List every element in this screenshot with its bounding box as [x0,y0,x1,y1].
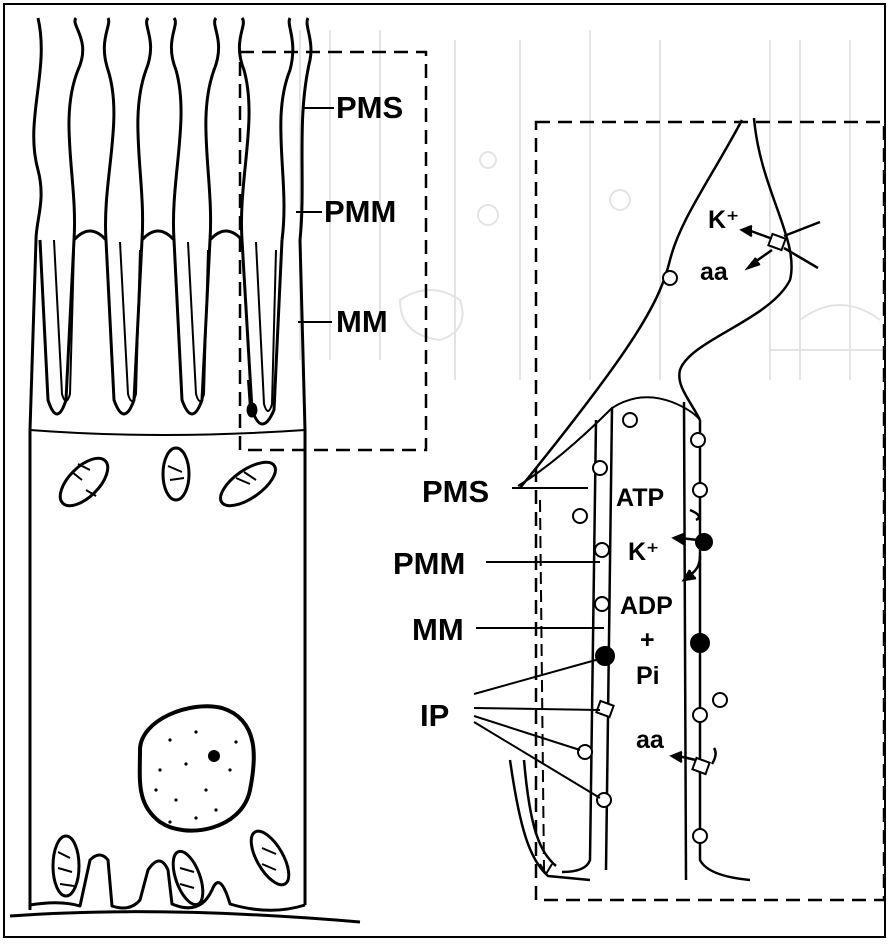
figure-border [4,4,885,937]
left-cell [10,18,360,922]
label-aa-top: aa [700,258,729,286]
label-k-plus-top: K⁺ [708,206,739,234]
label-adp: ADP [620,592,673,620]
right-dashed-box [536,122,884,900]
label-pmm-right: PMM [393,546,465,581]
label-pi: Pi [636,662,660,690]
label-pmm-left: PMM [324,194,396,229]
label-ip: IP [420,698,449,733]
label-aa-bottom: aa [636,726,665,754]
label-pms-right: PMS [422,474,489,509]
label-mm-right: MM [412,612,464,647]
label-mm-left: MM [336,304,388,339]
label-atp: ATP [616,484,664,512]
label-plus: + [640,626,655,654]
label-pms-left: PMS [336,90,403,125]
label-k-plus-mid: K⁺ [628,538,659,566]
